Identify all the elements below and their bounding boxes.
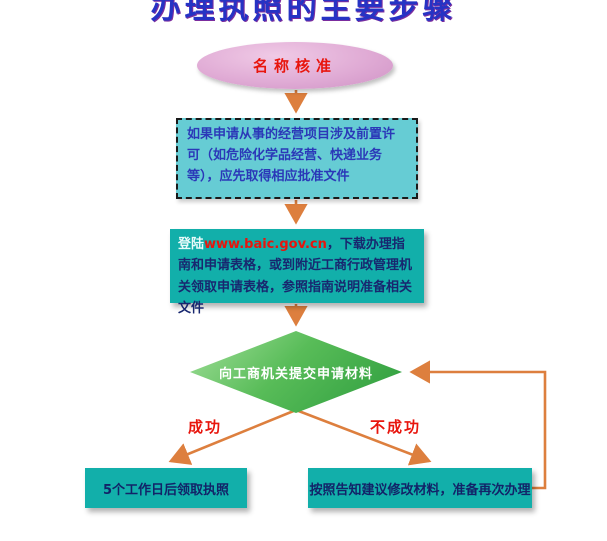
decision-node-submit-materials: 向工商机关提交申请材料 [190,331,402,413]
branch-label-success: 成功 [188,418,223,436]
decision-label: 向工商机关提交申请材料 [218,366,373,382]
flowchart-title: 办理执照的主要步骤 [150,0,457,26]
download-forms-node: 登陆www.baic.gov.cn，下载办理指南和申请表格，或到附近工商行政管理… [170,229,424,316]
success-result-label: 5个工作日后领取执照 [102,482,230,498]
branch-label-fail: 不成功 [370,418,422,436]
download-url-text: www.baic.gov.cn [204,237,327,252]
success-result-node: 5个工作日后领取执照 [85,468,247,508]
start-node-label: 名称核准 [252,57,337,75]
download-text-post: ，下载办理指南和申请表格，或到附近工商行政管理机关领取申请表格，参照指南说明准备… [178,237,413,317]
precondition-text: 如果申请从事的经营项目涉及前置许可（如危险化学品经营、快递业务等），应先取得相应… [187,127,396,184]
fail-result-label: 按照告知建议修改材料，准备再次办理 [309,482,531,498]
precondition-node: 如果申请从事的经营项目涉及前置许可（如危险化学品经营、快递业务等），应先取得相应… [176,118,418,199]
fail-result-node: 按照告知建议修改材料，准备再次办理 [308,468,532,508]
start-node-name-approval: 名称核准 [197,42,393,89]
download-text-pre: 登陆 [178,237,205,252]
